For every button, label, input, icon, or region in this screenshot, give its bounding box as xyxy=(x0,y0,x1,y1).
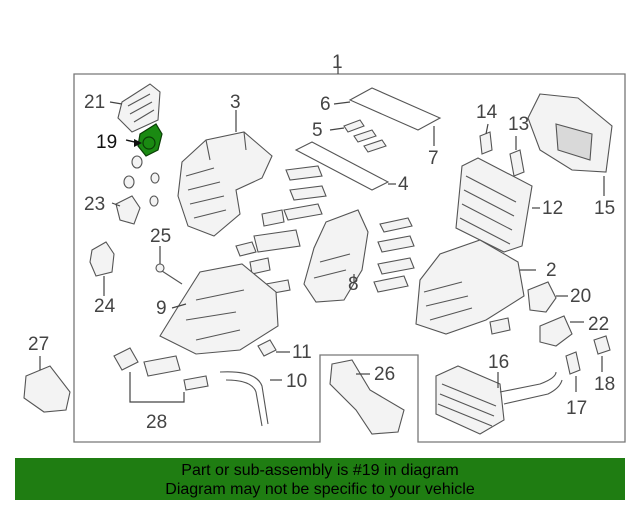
callout-14: 14 xyxy=(476,102,498,123)
callout-22: 22 xyxy=(588,314,609,335)
callout-28: 28 xyxy=(146,412,167,433)
small-clip xyxy=(489,317,511,335)
callout-11: 11 xyxy=(292,342,312,363)
part-info-banner: Part or sub-assembly is #19 in diagram D… xyxy=(15,458,625,500)
callout-arrow-19 xyxy=(134,139,142,147)
assembly-frame xyxy=(73,73,626,443)
part-3-left-case xyxy=(177,131,273,237)
door-seal-parts xyxy=(235,165,327,295)
callout-4: 4 xyxy=(398,174,409,195)
callout-2: 2 xyxy=(546,260,557,281)
part-10-drain-hose xyxy=(219,371,269,427)
part-15-panel xyxy=(527,93,613,173)
callout-26: 26 xyxy=(374,364,395,385)
callout-8: 8 xyxy=(348,274,359,295)
callout-12: 12 xyxy=(542,198,563,219)
callout-3: 3 xyxy=(230,92,241,113)
banner-line-disclaimer: Diagram may not be specific to your vehi… xyxy=(165,481,475,498)
callout-20: 20 xyxy=(570,286,591,307)
callout-labels: 1 21 19 3 6 5 7 4 14 13 12 15 23 25 24 8… xyxy=(28,52,615,433)
part-28-seals xyxy=(113,347,209,403)
part-14-grommet xyxy=(479,131,493,155)
part-17-bracket xyxy=(565,351,581,375)
part-8-center-case xyxy=(303,209,369,303)
part-16-heater-core xyxy=(435,365,563,435)
part-24-actuator xyxy=(89,241,115,277)
part-21-blower-housing xyxy=(117,83,161,133)
part-13-sensor xyxy=(509,149,525,177)
part-25-screw xyxy=(155,263,183,285)
part-18-grommet xyxy=(593,335,611,355)
callout-7: 7 xyxy=(428,148,439,169)
part-23-bracket xyxy=(115,195,141,225)
part-11-clip xyxy=(257,339,277,357)
seal-strips xyxy=(373,217,415,293)
callout-23: 23 xyxy=(84,194,105,215)
small-grommets xyxy=(123,155,160,207)
part-9-lower-case xyxy=(159,263,279,355)
part-27-duct xyxy=(23,365,71,413)
callout-5: 5 xyxy=(312,120,323,141)
callout-10: 10 xyxy=(286,371,307,392)
callout-13: 13 xyxy=(508,114,529,135)
callout-25: 25 xyxy=(150,226,171,247)
callout-6: 6 xyxy=(320,94,331,115)
part-26-duct xyxy=(329,359,405,435)
banner-line-part: Part or sub-assembly is #19 in diagram xyxy=(181,462,459,479)
callout-18: 18 xyxy=(594,374,615,395)
callout-15: 15 xyxy=(594,198,615,219)
callout-1: 1 xyxy=(332,52,343,73)
callout-21: 21 xyxy=(84,92,105,113)
callout-16: 16 xyxy=(488,352,509,373)
callout-9: 9 xyxy=(156,298,167,319)
callout-leaders xyxy=(39,101,605,392)
part-12-evaporator xyxy=(455,157,533,253)
part-5-strips xyxy=(343,119,387,153)
part-2-right-case xyxy=(415,239,525,335)
part-20-actuator xyxy=(527,281,557,313)
callout-17: 17 xyxy=(566,398,587,419)
callout-27: 27 xyxy=(28,334,49,355)
part-22-actuator xyxy=(539,315,573,347)
callout-19: 19 xyxy=(96,132,117,153)
callout-24: 24 xyxy=(94,296,116,317)
part-19-blower-motor xyxy=(137,123,163,157)
part-4-seal-strip xyxy=(294,141,390,191)
part-6-seal-frame xyxy=(348,87,442,131)
